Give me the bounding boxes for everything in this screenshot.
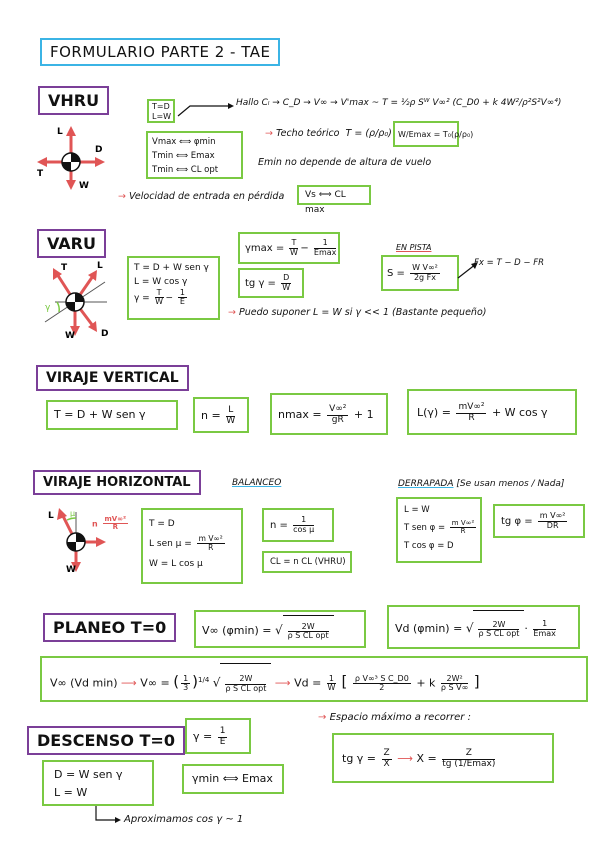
varu-assume-note: → Puedo suponer L = W si γ << 1 (Bastant… xyxy=(228,307,487,318)
vhru-stall-box: Vs ⟺ CL max xyxy=(297,185,371,215)
varu-eq2: L = W cos γ xyxy=(134,277,188,287)
vh-eq-wlcos: W = L cos μ xyxy=(149,559,203,569)
svg-text:D: D xyxy=(95,145,102,155)
descenso-eq1: D = W sen γ xyxy=(54,768,123,781)
svg-text:W: W xyxy=(65,331,75,340)
vhru-chain-formula: Hallo Cₗ → C_D → V∞ → V'max ~ T = ½ρ Sᵂ … xyxy=(236,98,562,108)
vhru-eq-td: T=D xyxy=(152,102,170,111)
descenso-gmin-box: γmin ⟺ Emax xyxy=(182,764,284,794)
arrow-icon xyxy=(177,103,234,117)
vhru-rel-tmin: Tmin ⟺ Emax xyxy=(152,151,215,161)
vhru-stall-note: → Velocidad de entrada en pérdida xyxy=(118,191,285,202)
force-diagram-varu: T L γ D W xyxy=(44,261,108,340)
vhru-rel-vmax: Vmax ⟺ φmin xyxy=(152,137,216,147)
vhru-rel-tmin-cl: Tmin ⟺ CL opt xyxy=(152,165,219,175)
svg-text:D: D xyxy=(101,329,108,339)
vh-d-lw: L = W xyxy=(404,505,430,515)
vhru-techo-note: → Techo teórico T = (ρ/ρ₀) ⇒ xyxy=(265,128,403,139)
vh-balanceo-label: BALANCEO xyxy=(232,478,282,488)
varu-eq1: T = D + W sen γ xyxy=(134,263,209,273)
arrow-icon xyxy=(95,806,121,823)
svg-text:T: T xyxy=(37,169,44,179)
varu-fx-eq: Fx = T − D − FR xyxy=(474,258,545,268)
descenso-aprox-note: Aproximamos cos γ ~ 1 xyxy=(124,814,244,825)
vhru-emin-note: Emin no depende de altura de vuelo xyxy=(258,157,432,168)
vv-thrust-eq: T = D + W sen γ xyxy=(46,400,178,430)
section-title-planeo: PLANEO T=0 xyxy=(43,613,177,642)
vhru-techo-box: W/Emax = T₀(ρ/ρ₀) xyxy=(393,121,473,147)
vhru-equilibrium-box: T=D L=W xyxy=(147,99,175,123)
varu-pista-label: EN PISTA xyxy=(396,243,432,252)
section-title-viraje-vertical: VIRAJE VERTICAL xyxy=(36,365,189,391)
section-title-viraje-horizontal: VIRAJE HORIZONTAL xyxy=(33,470,201,495)
page-title: FORMULARIO PARTE 2 - TAE xyxy=(40,38,281,66)
vh-eq-td: T = D xyxy=(149,519,175,529)
svg-text:W: W xyxy=(79,181,89,191)
svg-text:T: T xyxy=(61,263,68,273)
vh-d-tcos: T cos φ = D xyxy=(404,541,454,551)
vhru-eq-lw: L=W xyxy=(152,112,172,121)
svg-text:L: L xyxy=(48,511,54,521)
section-title-descenso: DESCENSO T=0 xyxy=(27,726,185,755)
vhru-relations-box: Vmax ⟺ φmin Tmin ⟺ Emax Tmin ⟺ CL opt xyxy=(146,131,243,179)
vh-derrapada-label: DERRAPADA [Se usan menos / Nada] xyxy=(398,479,565,489)
descenso-espacio-note: → Espacio máximo a recorrer : xyxy=(318,712,471,723)
force-diagram-viraje-horizontal: L μ W xyxy=(48,508,106,575)
vh-cl-box: CL = n CL (VHRU) xyxy=(262,551,352,573)
svg-text:L: L xyxy=(57,127,63,137)
section-title-vhru: VHRU xyxy=(38,86,110,115)
descenso-equations-box: D = W sen γ L = W xyxy=(42,760,154,806)
svg-text:W: W xyxy=(66,565,76,575)
svg-text:γ: γ xyxy=(45,303,51,313)
force-diagram-vhru: L D T W xyxy=(37,126,105,191)
descenso-eq2: L = W xyxy=(54,786,88,799)
svg-text:L: L xyxy=(97,261,103,271)
section-title-varu: VARU xyxy=(37,229,106,258)
arrow-icon xyxy=(457,262,478,279)
svg-text:μ: μ xyxy=(70,509,75,518)
